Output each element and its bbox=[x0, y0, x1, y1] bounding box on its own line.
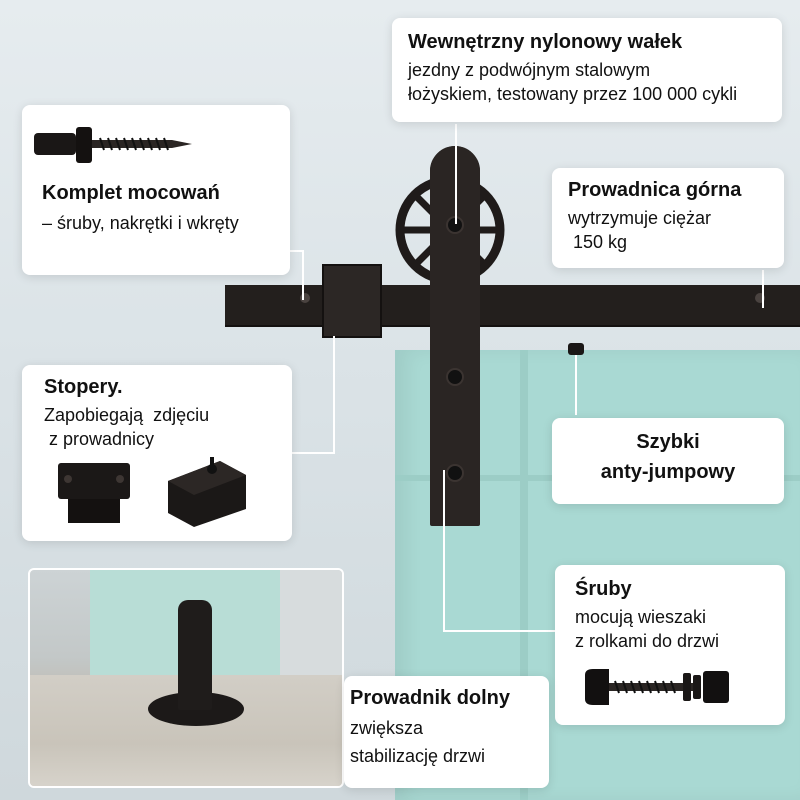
card-stoppers: Stopery. Zapobiegają zdjęciu z prowadnic… bbox=[22, 365, 292, 541]
top-track-rail bbox=[225, 285, 800, 327]
rail-bolt bbox=[755, 293, 765, 303]
track-stopper bbox=[322, 264, 382, 338]
lag-bolt-icon bbox=[34, 127, 192, 163]
stopper-angled-icon bbox=[168, 457, 246, 527]
leader-line bbox=[302, 250, 304, 300]
card-track-line1: wytrzymuje ciężar bbox=[568, 208, 712, 228]
card-antijump-line1: Szybki bbox=[636, 431, 700, 453]
card-floor-guide: Prowadnik dolny zwiększa stabilizację dr… bbox=[344, 676, 549, 788]
leader-line bbox=[575, 355, 577, 415]
card-track-title: Prowadnica górna bbox=[568, 179, 742, 201]
leader-line bbox=[455, 124, 457, 224]
floor-guide-post bbox=[178, 600, 212, 710]
leader-line bbox=[290, 250, 304, 252]
card-screws-line1: mocują wieszaki bbox=[575, 607, 707, 627]
leader-line bbox=[443, 630, 555, 632]
card-mounting-line1: – śruby, nakrętki i wkręty bbox=[42, 213, 239, 233]
card-track-line2: 150 kg bbox=[568, 232, 628, 252]
card-roller-line1: jezdny z podwójnym stalowym bbox=[408, 60, 651, 80]
card-roller: Wewnętrzny nylonowy wałek jezdny z podwó… bbox=[392, 18, 782, 122]
card-track: Prowadnica górna wytrzymuje ciężar 150 k… bbox=[552, 168, 784, 268]
card-screws-title: Śruby bbox=[575, 578, 632, 600]
card-mounting: Komplet mocowań – śruby, nakrętki i wkrę… bbox=[22, 105, 290, 275]
card-screws-line2: z rolkami do drzwi bbox=[575, 631, 720, 651]
anti-jump-pin bbox=[568, 343, 584, 355]
card-roller-title: Wewnętrzny nylonowy wałek bbox=[408, 31, 683, 53]
card-floor-guide-line1: zwiększa bbox=[350, 718, 424, 738]
card-stoppers-line1: Zapobiegają zdjęciu bbox=[44, 405, 210, 425]
card-antijump-line2: anty-jumpowy bbox=[600, 461, 736, 483]
hanger-screw-icon bbox=[585, 669, 729, 705]
card-stoppers-line2: z prowadnicy bbox=[44, 429, 155, 449]
door-panel-line bbox=[520, 350, 528, 800]
leader-line bbox=[762, 270, 764, 308]
floor-guide-photo bbox=[28, 568, 344, 788]
leader-line bbox=[333, 336, 335, 454]
card-floor-guide-line2: stabilizację drzwi bbox=[350, 746, 486, 766]
hanger-bolt bbox=[446, 368, 464, 386]
card-mounting-title: Komplet mocowań bbox=[42, 182, 220, 204]
card-antijump: Szybki anty-jumpowy bbox=[552, 418, 784, 504]
photo-wall bbox=[280, 570, 342, 675]
stopper-front-icon bbox=[58, 463, 130, 523]
hanger-bolt bbox=[446, 464, 464, 482]
leader-line bbox=[443, 470, 445, 630]
card-floor-guide-title: Prowadnik dolny bbox=[350, 687, 511, 709]
card-stoppers-title: Stopery. bbox=[44, 376, 123, 398]
card-roller-line2: łożyskiem, testowany przez 100 000 cykli bbox=[408, 84, 738, 104]
card-screws: Śruby mocują wieszaki z rolkami do drzwi bbox=[555, 565, 785, 725]
leader-line bbox=[292, 452, 335, 454]
rail-bolt bbox=[300, 293, 310, 303]
